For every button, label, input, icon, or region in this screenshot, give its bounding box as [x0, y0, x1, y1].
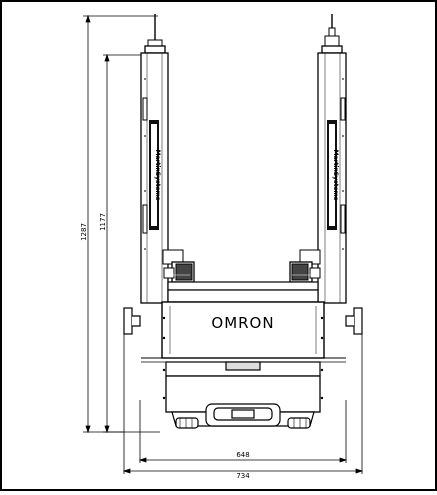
left-column-branding: MartinSystems — [154, 150, 161, 201]
dimension-overall-height — [83, 14, 160, 434]
left-motor — [162, 249, 195, 283]
overall-width-label: 734 — [236, 472, 250, 480]
robot-body — [123, 281, 363, 429]
inner-width-label: 648 — [236, 451, 249, 459]
dimension-mast-height — [103, 53, 142, 434]
omron-logo: OMRON — [211, 314, 274, 332]
overall-height-label: 1287 — [80, 223, 88, 241]
right-column-branding: MartinSystems — [332, 150, 339, 201]
body-bolts — [162, 316, 324, 400]
right-mast — [317, 14, 347, 304]
right-motor — [289, 249, 321, 283]
mast-height-label: 1177 — [99, 213, 107, 231]
dimension-overall-width — [122, 330, 364, 474]
dimension-inner-width — [138, 400, 348, 463]
